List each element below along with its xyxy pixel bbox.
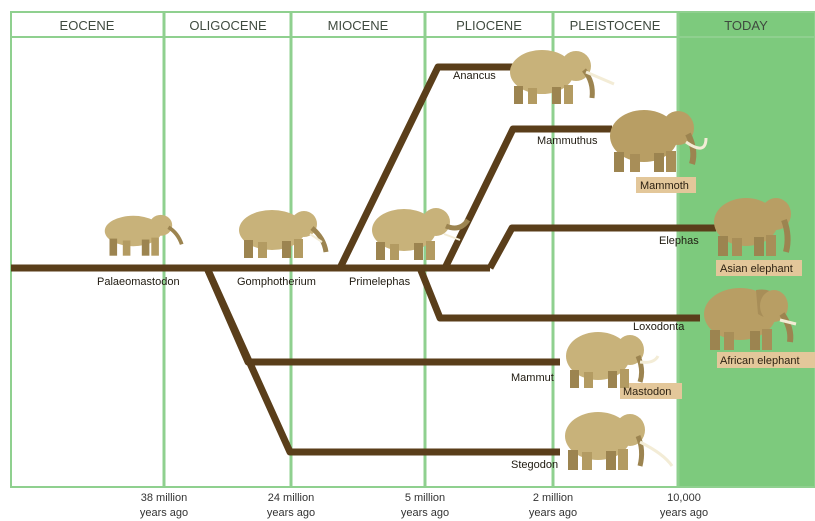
mammoth-illustration [610,110,706,172]
label-elephas: Elephas [659,235,699,247]
anancus-illustration [510,50,614,104]
time-label: 2 million [533,492,573,504]
label-mammoth: Mammoth [640,180,689,192]
label-mammut: Mammut [511,372,554,384]
today-region [678,12,815,487]
era-label: PLIOCENE [456,18,522,33]
time-label: years ago [660,507,708,519]
label-anancus: Anancus [453,70,496,82]
branch-loxodonta [420,268,700,318]
time-label: 5 million [405,492,445,504]
time-label: 38 million [141,492,187,504]
lineage-branches [11,67,716,452]
palaeomastodon-illustration [105,215,182,256]
time-label: 10,000 [667,492,701,504]
time-label: 24 million [268,492,314,504]
label-primelephas: Primelephas [349,276,411,288]
mastodon-illustration [566,332,658,388]
label-mammuthus: Mammuthus [537,135,598,147]
gomphotherium-illustration [239,210,326,258]
label-palaeomastodon: Palaeomastodon [97,276,180,288]
time-label: years ago [401,507,449,519]
timescale: 38 million years ago 24 million years ag… [140,492,708,519]
label-asian-elephant: Asian elephant [720,263,793,275]
era-label: MIOCENE [328,18,389,33]
era-label: EOCENE [60,18,115,33]
label-loxodonta: Loxodonta [633,321,685,333]
label-mastodon: Mastodon [623,386,671,398]
era-label: TODAY [724,18,768,33]
branch-mammuthus [445,129,612,268]
era-label: OLIGOCENE [189,18,267,33]
time-label: years ago [140,507,188,519]
time-label: years ago [529,507,577,519]
label-gomphotherium: Gomphotherium [237,276,316,288]
era-labels: EOCENE OLIGOCENE MIOCENE PLIOCENE PLEIST… [60,18,769,33]
time-label: years ago [267,507,315,519]
label-african-elephant: African elephant [720,355,800,367]
era-label: PLEISTOCENE [570,18,661,33]
stegodon-illustration [565,412,672,470]
label-stegodon: Stegodon [511,459,558,471]
